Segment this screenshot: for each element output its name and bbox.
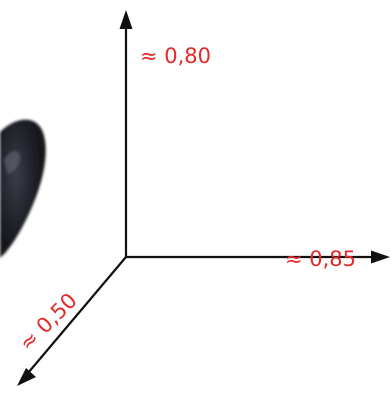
horizontal-axis-label: ≈ 0,85 [285,247,356,271]
vertical-axis-arrowhead [119,10,133,29]
horizontal-axis-arrowhead [371,250,390,264]
depth-axis-arrowhead [17,368,36,386]
depth-axis-line [27,256,127,374]
dark-object-image [0,119,46,258]
vertical-axis-label: ≈ 0,80 [140,44,211,68]
